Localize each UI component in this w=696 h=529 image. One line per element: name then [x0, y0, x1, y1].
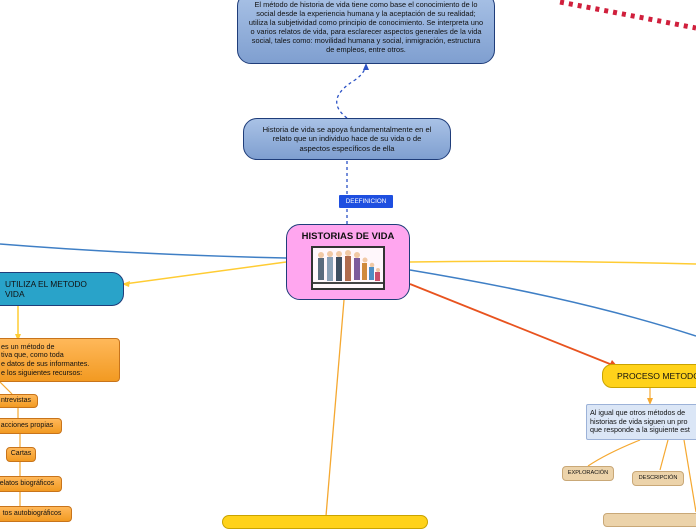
- link-right-red: [410, 284, 615, 366]
- step-exploracion[interactable]: EXPLORACIÓN: [562, 466, 614, 481]
- link-bottom: [326, 300, 344, 516]
- definition-tag[interactable]: DEEFINICION: [339, 195, 393, 208]
- central-title: HISTORIAS DE VIDA: [302, 231, 395, 242]
- arrowhead-definition-top: [363, 63, 369, 70]
- step-label: EXPLORACIÓN: [568, 470, 608, 477]
- step-partial-node[interactable]: [603, 513, 696, 527]
- link-left-topic: [124, 262, 286, 284]
- resource-entrevistas[interactable]: ntrevistas: [0, 394, 38, 408]
- link-definition-top: [337, 66, 366, 118]
- step-descripcion[interactable]: DESCRIPCIÓN: [632, 471, 684, 486]
- definition-text: Historia de vida se apoya fundamentalmen…: [258, 125, 436, 152]
- step-label: DESCRIPCIÓN: [639, 475, 678, 482]
- left-description-text: es un método de tiva que, como toda e da…: [1, 343, 89, 378]
- right-description-text: Al igual que otros métodos de historias …: [590, 409, 690, 435]
- right-topic-node[interactable]: PROCESO METODO: [602, 364, 696, 388]
- resource-relatos-biograficos[interactable]: elatos biográficos: [0, 476, 62, 492]
- link-right-yellow: [410, 261, 696, 264]
- resource-label: acciones propias: [1, 422, 54, 430]
- left-topic-label: UTILIZA EL METODO VIDA: [5, 279, 87, 299]
- resource-acciones-propias[interactable]: acciones propias: [0, 418, 62, 434]
- left-description-node[interactable]: es un método de tiva que, como toda e da…: [0, 338, 120, 382]
- central-node[interactable]: HISTORIAS DE VIDA: [286, 224, 410, 300]
- right-topic-label: PROCESO METODO: [617, 371, 696, 381]
- top-description-text: El método de historia de vida tiene como…: [248, 1, 484, 54]
- resource-label: elatos biográficos: [0, 480, 54, 488]
- resource-label: tos autobiográficos: [3, 510, 62, 518]
- resource-cartas[interactable]: Cartas: [6, 447, 36, 462]
- dotted-accent-line: [560, 2, 696, 28]
- family-illustration: [311, 246, 385, 290]
- top-description-node[interactable]: El método de historia de vida tiene como…: [237, 0, 495, 64]
- family-icon: [313, 248, 383, 288]
- resource-label: Cartas: [11, 450, 32, 458]
- bottom-yellow-node[interactable]: [222, 515, 428, 529]
- link-right-chain-4: [684, 440, 696, 512]
- definition-tag-label: DEEFINICION: [346, 198, 387, 206]
- link-left-chain-2: [0, 382, 12, 394]
- link-right-blue: [410, 270, 696, 336]
- link-left-blue: [0, 244, 286, 258]
- link-right-chain-2: [588, 440, 640, 466]
- right-description-node[interactable]: Al igual que otros métodos de historias …: [586, 404, 696, 440]
- definition-node[interactable]: Historia de vida se apoya fundamentalmen…: [243, 118, 451, 160]
- link-right-chain-3: [660, 440, 668, 470]
- resource-label: ntrevistas: [1, 397, 31, 405]
- left-topic-node[interactable]: UTILIZA EL METODO VIDA: [0, 272, 124, 306]
